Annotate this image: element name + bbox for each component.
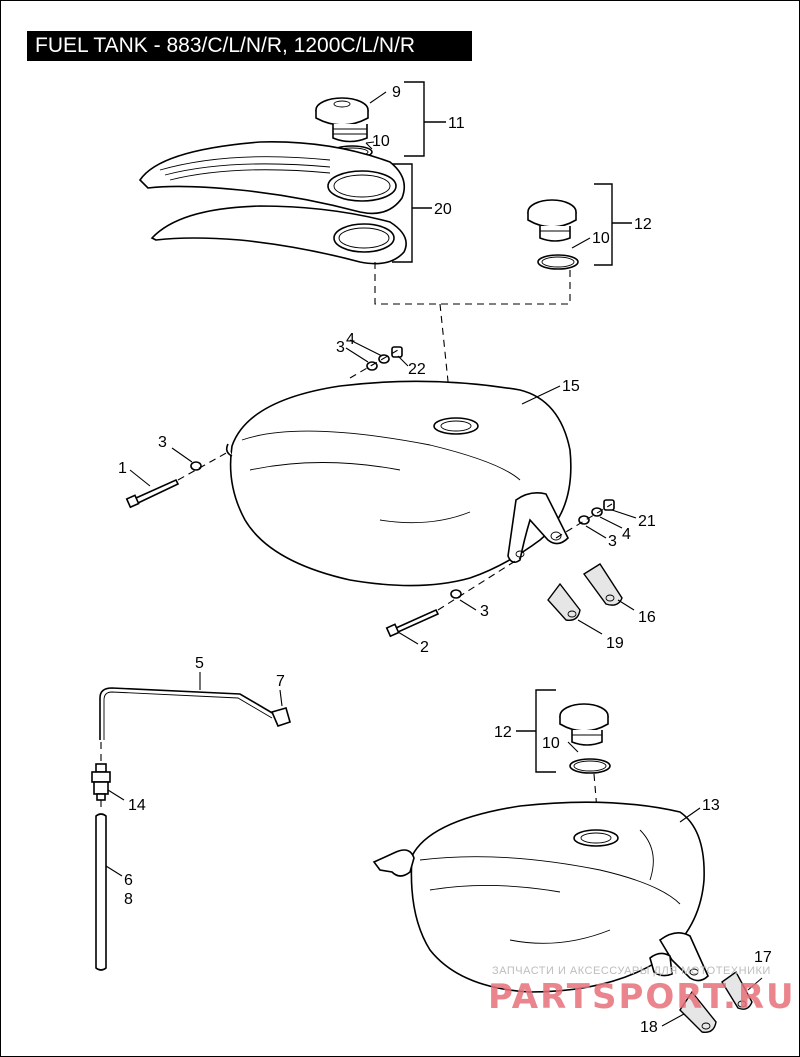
callout-2: 2 — [420, 639, 429, 656]
washer-3-left — [190, 461, 202, 471]
fuel-tank-13 — [372, 801, 709, 993]
fuel-cap-9 — [315, 97, 369, 143]
spacer-22 — [391, 346, 403, 358]
fuel-line-5 — [99, 687, 275, 740]
callout-16: 16 — [638, 609, 656, 626]
callout-11: 11 — [448, 115, 465, 132]
callout-3-lower: 3 — [480, 603, 489, 620]
bolt-1 — [125, 478, 180, 509]
callout-15: 15 — [562, 378, 580, 395]
o-ring-10-lower — [569, 758, 611, 774]
washer-4-right — [591, 507, 603, 517]
bracket-16 — [582, 563, 623, 606]
bracket-17 — [721, 970, 753, 1010]
callout-19: 19 — [606, 635, 624, 652]
callout-1: 1 — [118, 460, 127, 477]
callout-12-lower: 12 — [494, 724, 512, 741]
callout-4-top: 4 — [346, 331, 355, 348]
callout-21: 21 — [638, 513, 656, 530]
o-ring-10-upper — [537, 254, 579, 270]
callout-14: 14 — [128, 797, 146, 814]
washer-3-lower — [450, 589, 462, 599]
bracket-19 — [547, 582, 581, 621]
elbow-fitting-7 — [270, 707, 291, 727]
fuel-hose-6-8 — [95, 813, 107, 971]
shutoff-valve-14 — [91, 763, 111, 801]
callout-6: 6 — [124, 872, 133, 889]
watermark-logo: PARTSPORT.RU — [488, 977, 796, 1017]
bolt-2 — [385, 608, 440, 638]
callout-22: 22 — [408, 361, 426, 378]
callout-17: 17 — [754, 949, 772, 966]
console-gasket-20 — [150, 205, 407, 265]
callout-12-upper: 12 — [634, 216, 652, 233]
fuel-cap-12-lower — [559, 703, 609, 746]
callout-10-top: 10 — [372, 133, 390, 150]
callout-3-left: 3 — [158, 434, 167, 451]
callout-18: 18 — [640, 1019, 658, 1036]
fuel-cap-12-upper — [527, 199, 577, 242]
bracket-18 — [679, 990, 717, 1033]
callout-13: 13 — [702, 797, 720, 814]
callout-9: 9 — [392, 84, 401, 101]
callout-5: 5 — [195, 655, 204, 672]
callout-7: 7 — [276, 673, 285, 690]
callout-10-lower: 10 — [542, 735, 560, 752]
fuel-tank-15 — [225, 380, 572, 587]
callout-4-right: 4 — [622, 526, 631, 543]
callout-10-upper: 10 — [592, 230, 610, 247]
callout-3-right: 3 — [608, 533, 617, 550]
callout-8: 8 — [124, 891, 133, 908]
callout-3-top: 3 — [336, 339, 345, 356]
watermark-tagline: ЗАПЧАСТИ И АКСЕССУАРЫ ДЛЯ МОТОТЕХНИКИ — [492, 965, 771, 977]
callout-20: 20 — [434, 201, 452, 218]
diagram-title: FUEL TANK - 883/C/L/N/R, 1200C/L/N/R — [27, 31, 472, 61]
washer-4-top — [378, 354, 390, 364]
spacer-21 — [603, 499, 615, 511]
fuel-console-20 — [138, 141, 406, 215]
